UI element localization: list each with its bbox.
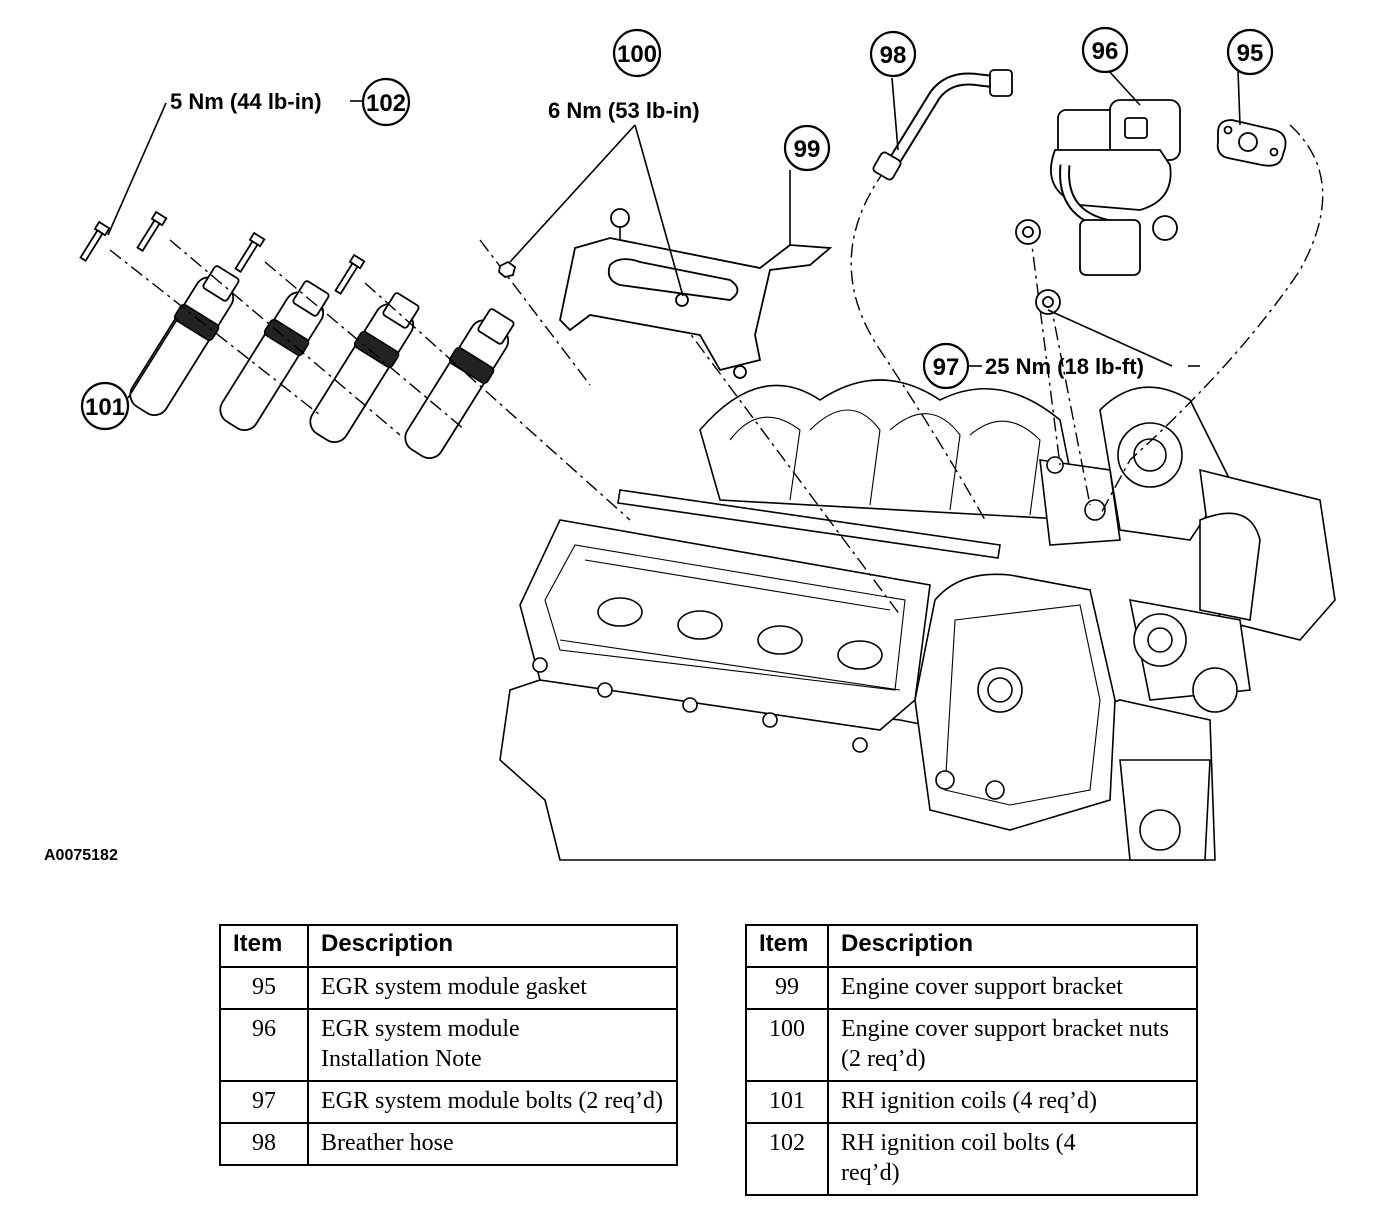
item-number: 97 xyxy=(219,1080,309,1124)
callout-98: 98 xyxy=(869,30,917,78)
engine-cover-bracket xyxy=(559,208,833,379)
callout-101: 101 xyxy=(80,381,130,431)
table-row: 97 EGR system module bolts (2 req’d) xyxy=(219,1080,678,1124)
callout-99: 99 xyxy=(783,124,831,172)
table-row: 98 Breather hose xyxy=(219,1122,678,1166)
description-column-header: Description xyxy=(307,924,678,968)
callout-96: 96 xyxy=(1081,26,1129,74)
callout-95-label: 95 xyxy=(1237,40,1264,67)
callout-99-label: 99 xyxy=(794,136,821,163)
coil-bolts xyxy=(79,210,366,295)
item-number: 102 xyxy=(745,1122,829,1196)
callout-102-label: 102 xyxy=(366,90,406,117)
item-description: EGR system module bolts (2 req’d) xyxy=(307,1080,678,1124)
table-header-row: Item Description xyxy=(219,924,678,968)
callout-100-label: 100 xyxy=(617,41,657,68)
callout-96-label: 96 xyxy=(1092,38,1119,65)
table-row: 96 EGR system module Installation Note xyxy=(219,1008,678,1082)
item-description: RH ignition coil bolts (4 req’d) xyxy=(827,1122,1198,1196)
item-number: 99 xyxy=(745,966,829,1010)
item-description: EGR system module gasket xyxy=(307,966,678,1010)
parts-table-right: Item Description 99 Engine cover support… xyxy=(745,924,1198,1196)
item-number: 98 xyxy=(219,1122,309,1166)
egr-gasket xyxy=(1216,119,1287,167)
leader-lines xyxy=(107,69,1241,399)
breather-hose xyxy=(872,69,1013,181)
alignment-lines xyxy=(109,124,1324,616)
item-description: RH ignition coils (4 req’d) xyxy=(827,1080,1198,1124)
callout-100: 100 6 Nm (53 lb-in) xyxy=(548,28,700,123)
description-column-header: Description xyxy=(827,924,1198,968)
callout-97: 97 25 Nm (18 lb-ft) xyxy=(922,342,1144,390)
item-number: 95 xyxy=(219,966,309,1010)
ignition-coils xyxy=(129,265,515,460)
callout-101-label: 101 xyxy=(85,394,125,421)
table-row: 101 RH ignition coils (4 req’d) xyxy=(745,1080,1198,1124)
item-description: EGR system module Installation Note xyxy=(307,1008,678,1082)
table-row: 95 EGR system module gasket xyxy=(219,966,678,1010)
bracket-nut xyxy=(498,260,517,278)
item-number: 100 xyxy=(745,1008,829,1082)
item-description: Breather hose xyxy=(307,1122,678,1166)
item-description: Engine cover support bracket xyxy=(827,966,1198,1010)
engine-block xyxy=(499,379,1336,861)
callout-102: 102 5 Nm (44 lb-in) xyxy=(170,77,411,127)
egr-bolts xyxy=(1015,219,1061,315)
torque-100: 6 Nm (53 lb-in) xyxy=(548,98,700,123)
callout-95: 95 xyxy=(1226,28,1274,76)
callout-97-label: 97 xyxy=(933,354,960,381)
item-column-header: Item xyxy=(745,924,829,968)
table-row: 100 Engine cover support bracket nuts (2… xyxy=(745,1008,1198,1082)
table-row: 99 Engine cover support bracket xyxy=(745,966,1198,1010)
parts-table-left: Item Description 95 EGR system module ga… xyxy=(219,924,678,1166)
table-row: 102 RH ignition coil bolts (4 req’d) xyxy=(745,1122,1198,1196)
item-number: 96 xyxy=(219,1008,309,1082)
table-header-row: Item Description xyxy=(745,924,1198,968)
item-column-header: Item xyxy=(219,924,309,968)
figure-id: A0075182 xyxy=(44,847,118,864)
torque-102: 5 Nm (44 lb-in) xyxy=(170,89,322,114)
item-description: Engine cover support bracket nuts (2 req… xyxy=(827,1008,1198,1082)
item-number: 101 xyxy=(745,1080,829,1124)
callout-98-label: 98 xyxy=(880,42,907,69)
egr-module xyxy=(1050,99,1181,276)
torque-97: 25 Nm (18 lb-ft) xyxy=(985,354,1144,379)
exploded-view-diagram: 95 96 97 25 Nm (18 lb-ft) 98 99 100 6 Nm… xyxy=(44,26,1336,864)
